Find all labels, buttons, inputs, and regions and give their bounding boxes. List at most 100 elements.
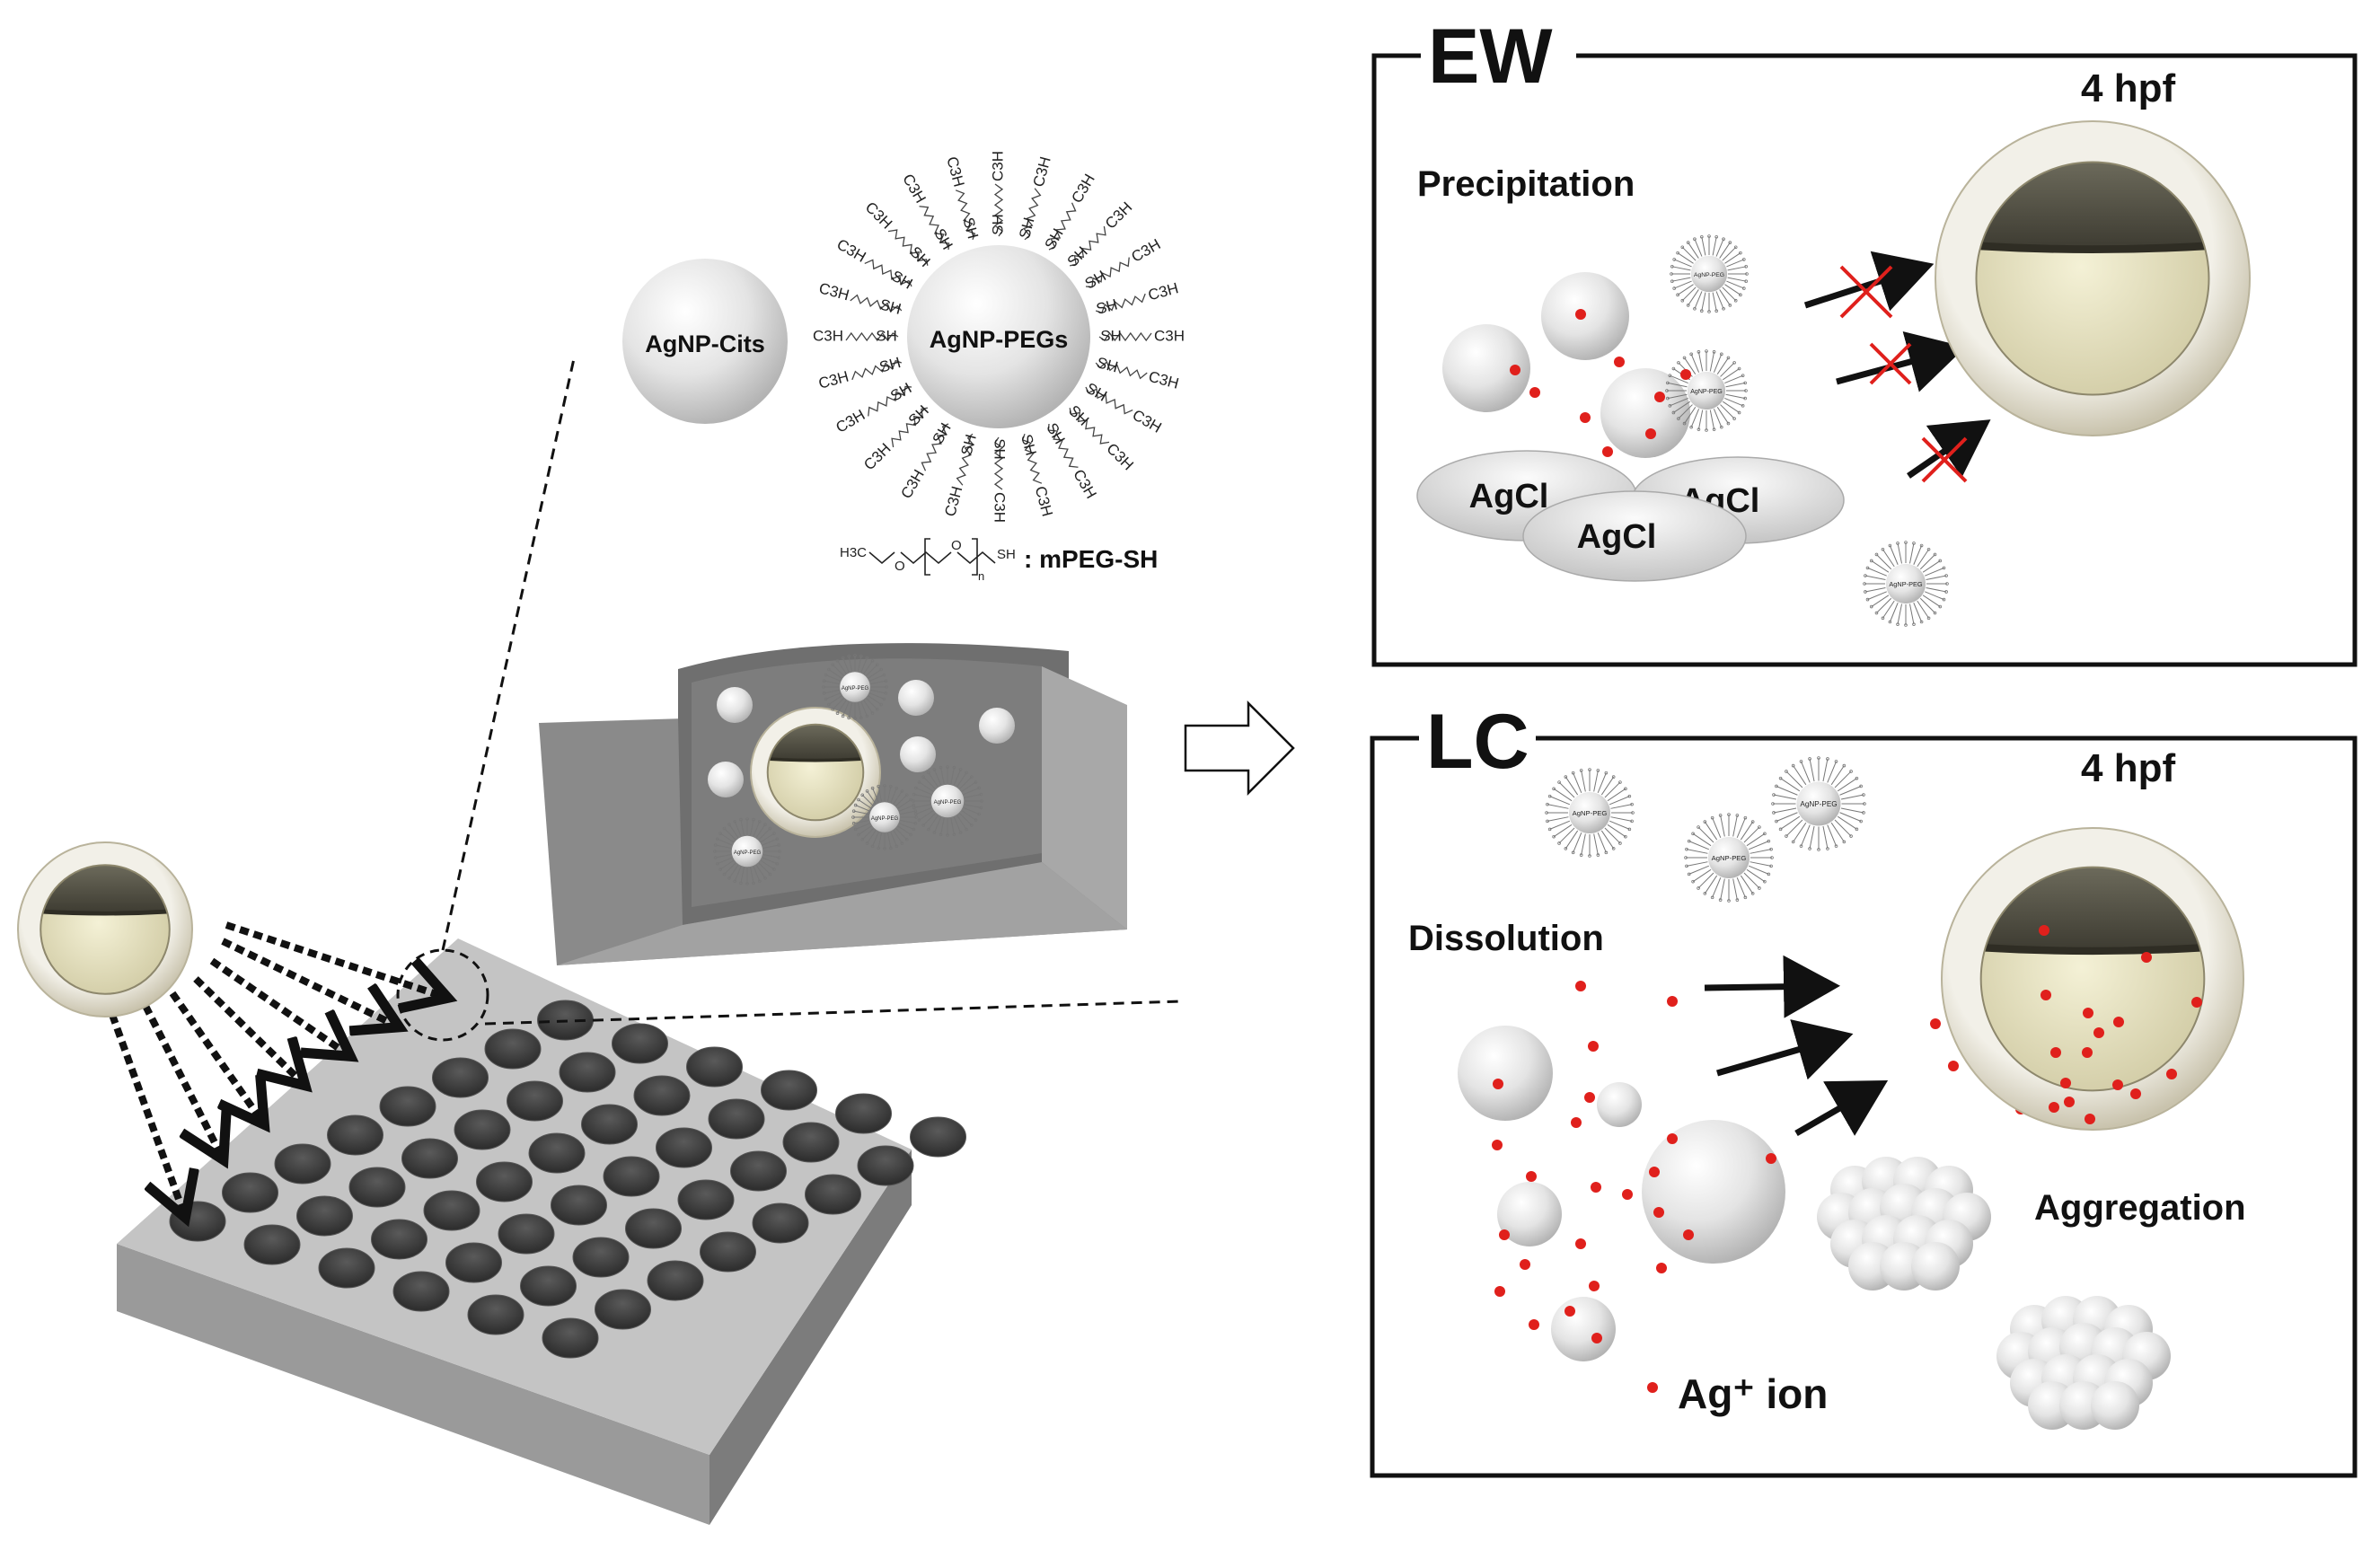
svg-text:AgNP-PEG: AgNP-PEG <box>1800 800 1837 808</box>
agcl-label: AgCl <box>1577 518 1657 556</box>
svg-text:C3H: C3H <box>833 235 868 265</box>
agnp-peg-small: AgNP-PEG <box>1684 813 1774 903</box>
svg-text:SH: SH <box>989 214 1006 235</box>
agnp-peg-small: AgNP-PEG <box>1545 768 1635 858</box>
agnp-peg-small: AgNP-PEG <box>1670 234 1749 313</box>
plate-well <box>761 1070 817 1111</box>
svg-text:SH: SH <box>1016 216 1037 241</box>
dashed-arrow <box>169 991 262 1122</box>
svg-text:SH: SH <box>1100 327 1122 344</box>
ag-ion <box>1526 1171 1537 1182</box>
ag-ion <box>1584 1092 1595 1103</box>
dashed-arrow <box>209 957 348 1054</box>
svg-text:C3H: C3H <box>899 171 929 206</box>
ag-ion <box>1589 1281 1600 1291</box>
ag-ion <box>1622 1189 1633 1200</box>
embryo-icon <box>17 841 193 1017</box>
svg-text:C3H: C3H <box>1103 440 1136 473</box>
plate-well <box>857 1145 914 1186</box>
ew-panel: EW 4 hpf Precipitation AgNP-PEG AgNP-PEG A… <box>1371 13 2358 667</box>
plate-well <box>401 1138 458 1179</box>
well-plate-icon <box>117 938 966 1525</box>
svg-text:AgNP-PEG: AgNP-PEG <box>1694 272 1724 278</box>
ag-ion <box>2141 952 2152 963</box>
hollow-arrow-icon <box>1184 700 1295 797</box>
ag-ion <box>2050 1047 2061 1058</box>
ag-ion <box>1494 1286 1505 1297</box>
ag-ion <box>1588 1041 1599 1052</box>
lc-process-aggregation: Aggregation <box>2034 1188 2246 1228</box>
svg-text:C3H: C3H <box>1032 484 1056 518</box>
ag-ion <box>1654 392 1665 402</box>
svg-text:C3H: C3H <box>816 368 851 392</box>
ag-ion <box>1656 1263 1667 1273</box>
agnp-peg-label: AgNP-PEGs <box>930 326 1069 353</box>
svg-text:C3H: C3H <box>1102 198 1135 232</box>
svg-text:H3C: H3C <box>840 545 867 560</box>
agnp-peg-small: AgNP-PEG <box>1863 541 1949 627</box>
plate-well <box>551 1185 607 1226</box>
ion-legend-label: Ag⁺ ion <box>1678 1370 1828 1417</box>
svg-text:C3H: C3H <box>1147 368 1181 392</box>
ag-ion <box>2040 990 2051 1000</box>
agnp-peg-small: AgNP-PEG <box>851 784 918 850</box>
ion-legend-dot <box>1647 1382 1658 1393</box>
ew-process: Precipitation <box>1417 164 1635 204</box>
plate-well <box>559 1052 616 1093</box>
ag-ion <box>1948 1061 1959 1071</box>
svg-text:C3H: C3H <box>833 406 868 436</box>
dashed-arrow-icon <box>109 921 445 1214</box>
plate-well <box>484 1028 542 1070</box>
svg-text:SH: SH <box>1065 402 1092 429</box>
svg-text:AgNP-PEG: AgNP-PEG <box>734 850 762 856</box>
svg-text:SH: SH <box>905 402 932 429</box>
svg-text:SH: SH <box>929 420 954 447</box>
svg-text:SH: SH <box>887 379 914 404</box>
agnp-peg-small: AgNP-PEG <box>1665 349 1748 432</box>
ag-ion <box>1645 428 1656 439</box>
diffusion-arrow <box>1907 419 1991 479</box>
agnp-particle <box>1497 1182 1562 1246</box>
svg-text:SH: SH <box>906 243 933 270</box>
agnp-aggregate <box>1996 1296 2171 1430</box>
ag-ion <box>2064 1097 2075 1107</box>
ag-ion <box>2082 1047 2093 1058</box>
plate-well <box>603 1156 660 1197</box>
embryo-in-well <box>750 707 881 838</box>
plate-well <box>379 1086 436 1127</box>
plate-well <box>625 1208 682 1249</box>
svg-text:C3H: C3H <box>1070 467 1099 502</box>
agnp-peg-small: AgNP-PEG <box>822 654 888 720</box>
dashed-arrow <box>109 1013 184 1214</box>
plate-well <box>612 1023 668 1064</box>
svg-text:C3H: C3H <box>1068 171 1097 206</box>
svg-text:C3H: C3H <box>862 198 895 232</box>
ag-ion <box>1653 1207 1664 1218</box>
svg-text:SH: SH <box>959 216 981 241</box>
lc-title: LC <box>1426 699 1529 785</box>
plate-well <box>318 1247 375 1289</box>
plate-well <box>327 1114 383 1156</box>
agcl-label: AgCl <box>1469 478 1549 515</box>
plate-well <box>647 1260 704 1301</box>
plate-well <box>423 1190 480 1231</box>
agcl-precipitate <box>1522 490 1747 582</box>
svg-text:AgNP-PEG: AgNP-PEG <box>934 799 962 806</box>
plate-well <box>730 1150 787 1192</box>
ew-time: 4 hpf <box>2081 66 2175 110</box>
agnp-peg-small: AgNP-PEG <box>713 817 781 885</box>
ag-ion <box>1492 1140 1503 1150</box>
ew-title: EW <box>1428 13 1553 100</box>
agnp-particle <box>1551 1297 1616 1361</box>
svg-text:SH: SH <box>930 225 956 252</box>
plate-well <box>677 1179 735 1220</box>
ag-ion <box>1591 1182 1601 1193</box>
svg-text:C3H: C3H <box>897 467 927 502</box>
plate-well <box>633 1075 691 1116</box>
svg-text:SH: SH <box>876 327 897 344</box>
svg-text:C3H: C3H <box>1154 327 1185 344</box>
plate-well <box>348 1167 406 1208</box>
well-cutaway: AgNP-PEG AgNP-PEG AgNP-PEG AgNP-PEG <box>539 643 1127 965</box>
plate-well <box>700 1231 756 1273</box>
